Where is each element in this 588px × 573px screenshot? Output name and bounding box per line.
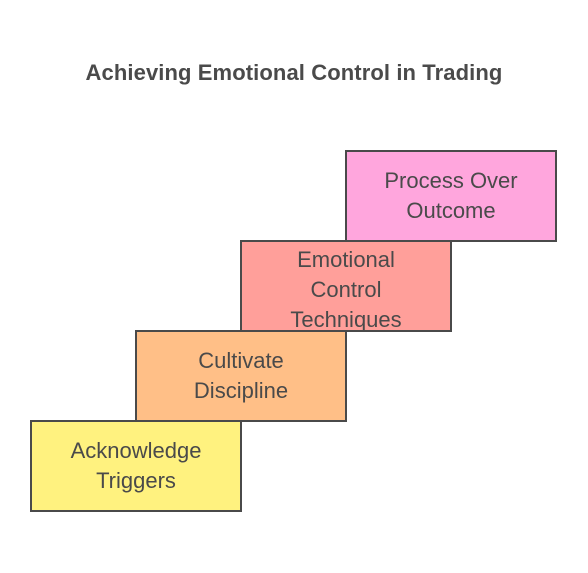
step-label: Cultivate Discipline: [193, 348, 289, 403]
step-label: Acknowledge Triggers: [70, 438, 202, 493]
step-acknowledge-triggers: Acknowledge Triggers: [30, 420, 242, 512]
step-process-over-outcome: Process Over Outcome: [345, 150, 557, 242]
step-emotional-control-techniques: Emotional Control Techniques: [240, 240, 452, 332]
step-label: Process Over Outcome: [384, 168, 518, 223]
step-label: Emotional Control Techniques: [290, 247, 402, 332]
diagram-title: Achieving Emotional Control in Trading: [85, 60, 503, 85]
step-cultivate-discipline: Cultivate Discipline: [135, 330, 347, 422]
